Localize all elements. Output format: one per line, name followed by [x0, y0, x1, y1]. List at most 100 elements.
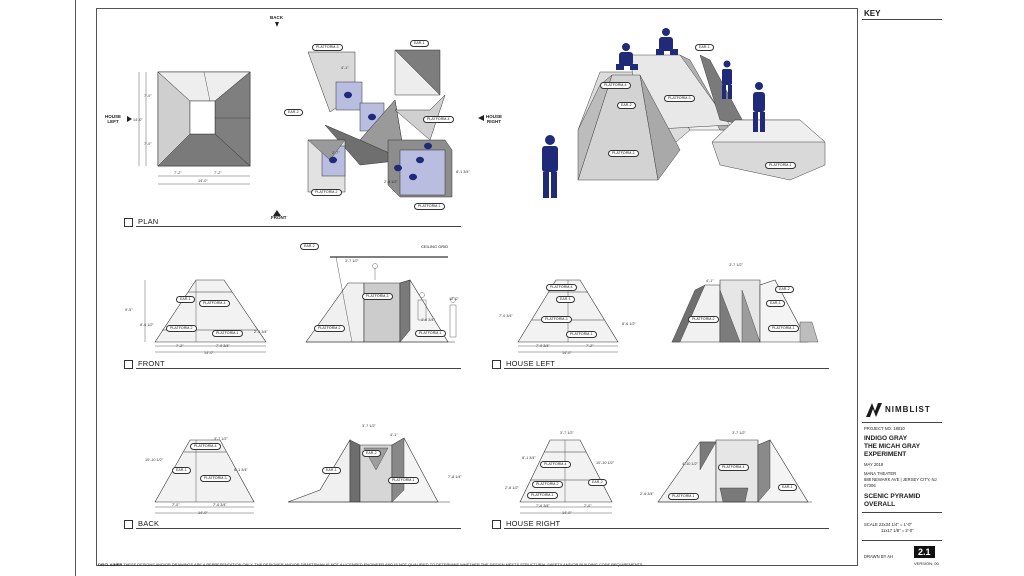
front2-tag-platform-1: PLATFORM-1 — [415, 330, 446, 337]
persp-tag-platform-1: PLATFORM-1 — [765, 162, 796, 169]
back-tag-platform-4: PLATFORM-4 — [190, 443, 221, 450]
disclaimer: DISCLAIMER THESE DESIGNS AND/OR DRAWINGS… — [98, 562, 644, 567]
hr-tag-ear-2: EAR-2 — [588, 479, 607, 486]
hr2-dim-19: 4'-10 1/2" — [682, 462, 699, 466]
key-rule — [862, 19, 942, 20]
hr2-dim-9: 3'-7 1/2" — [732, 431, 746, 435]
sheet-left-rule — [75, 0, 76, 576]
house-right-section-label: HOUSE RIGHT — [506, 519, 561, 528]
hl2-tag-platform-1: PLATFORM-1 — [768, 325, 799, 332]
persp-tag-platform-3: PLATFORM-3 — [664, 95, 695, 102]
back-dim-11: 7'-6 3/4" — [213, 503, 227, 507]
hl-dim-4: 8'-6 1/2" — [622, 322, 636, 326]
hr2-dim-16: 2'-6 3/4" — [640, 492, 654, 496]
scale-rule — [862, 540, 942, 541]
plan-layout-dim-1: 4'-1" — [341, 66, 349, 70]
hr-dim-20: 8'-1 3/4" — [522, 456, 536, 460]
hr-dim-1: 7'-0" — [584, 504, 592, 508]
plan-dim-depth-half: 7'-0" — [144, 94, 152, 98]
front-dim-5: 7'-0 3/4" — [216, 344, 230, 348]
ceiling-grid-label: CEILING GRID — [421, 244, 449, 249]
plan-section-rule — [136, 226, 461, 227]
hr-tag-platform-2: PLATFORM-2 — [532, 481, 563, 488]
plan-section-label: PLAN — [138, 217, 159, 226]
hl-tag-platform-3: PLATFORM-3 — [541, 316, 572, 323]
plan-tag-ear-1: EAR-1 — [410, 40, 429, 47]
back-tag-platform-3: PLATFORM-3 — [200, 475, 231, 482]
front-direction-label: FRONT — [271, 215, 287, 220]
back-dim-12: 8'-1 3/4" — [234, 468, 248, 472]
front-tag-platform-1: PLATFORM-1 — [212, 330, 243, 337]
hl-tag-platform-1: PLATFORM-1 — [566, 331, 597, 338]
hl-dim-2: 14'-0" — [562, 351, 572, 355]
back2-tag-ear-1: EAR-1 — [322, 467, 341, 474]
front-dim-4: 8'-6 1/2" — [140, 323, 154, 327]
persp-tag-platform-4: PLATFORM-4 — [600, 82, 631, 89]
version-label: VERSION: 00 — [914, 561, 939, 566]
persp-tag-platform-2: PLATFORM-2 — [608, 150, 639, 157]
hr-dim-13: 2'-8 1/2" — [505, 486, 519, 490]
plan-dim-width-half-2: 7'-2" — [214, 171, 222, 175]
back2-tag-ear-2: EAR-2 — [362, 450, 381, 457]
front-section-box — [124, 360, 133, 369]
front-tag-ear-1: EAR-1 — [176, 296, 195, 303]
scale-line2: 11x17 1/8" = 2'-0" — [881, 528, 914, 533]
front2-dim-8: 12'-0" — [449, 297, 459, 301]
front-tag-ear-2: EAR-2 — [300, 243, 319, 250]
back-section-rule — [136, 528, 461, 529]
house-left-section-rule — [504, 368, 829, 369]
drawing-title-rule — [862, 512, 942, 513]
back-tag-ear-1: EAR-1 — [172, 467, 191, 474]
scale-line1: SCALE 22x34 1/4" = 1'-0" — [864, 522, 912, 527]
project-title-line3: EXPERIMENT — [864, 451, 907, 458]
plan-layout-dim-2: 2'-7" — [332, 151, 340, 155]
plan-tag-platform-2: PLATFORM-2 — [311, 189, 342, 196]
back2-dim-15: 7'-8 1/4" — [448, 475, 462, 479]
plan-dim-width-half: 7'-2" — [174, 171, 182, 175]
drawing-title-line1: SCENIC PYRAMID — [864, 493, 921, 500]
front-dim-2: 14'-0" — [204, 351, 214, 355]
disclaimer-text: THESE DESIGNS AND/OR DRAWINGS ARE A REPR… — [123, 562, 644, 567]
plan-dim-depth-half-2: 7'-0" — [144, 142, 152, 146]
hr-dim-9: 3'-7 1/2" — [560, 431, 574, 435]
hr-dim-10: 10'-10 1/2" — [596, 461, 615, 465]
persp-tag-ear-1: EAR-1 — [695, 44, 714, 51]
sheet-number: 2.1 — [914, 546, 935, 558]
front-section-label: FRONT — [138, 359, 165, 368]
back2-dim-9: 3'-7 1/2" — [362, 424, 376, 428]
logo-rule — [862, 422, 942, 423]
persp-tag-ear-2: EAR-2 — [617, 102, 636, 109]
back2-tag-platform-1: PLATFORM-1 — [388, 477, 419, 484]
hr-dim-11: 7'-6 3/4" — [536, 504, 550, 508]
front-tag-platform-4: PLATFORM-4 — [199, 300, 230, 307]
back2-dim-14: 4'-1" — [390, 433, 398, 437]
back-dim-1: 7'-0" — [172, 503, 180, 507]
hl2-tag-ear-2: EAR-2 — [775, 286, 794, 293]
plan-layout-dim-3: 2'-8 1/2" — [384, 180, 398, 184]
project-date: MAY 2018 — [864, 462, 884, 467]
house-right-section-box — [492, 520, 501, 529]
back-direction-label: BACK — [270, 15, 283, 20]
drawing-title-line2: OVERALL — [864, 501, 896, 508]
nimblist-logo-mark — [866, 403, 882, 417]
hr-tag-platform-4: PLATFORM-4 — [540, 461, 571, 468]
front2-tag-platform-2: PLATFORM-2 — [314, 325, 345, 332]
project-number: PROJECT NO. 18010 — [864, 426, 905, 431]
drawn-by: DRAWN BY AH — [864, 554, 894, 559]
front-tag-platform-2: PLATFORM-2 — [166, 325, 197, 332]
hl2-tag-platform-2: PLATFORM-2 — [688, 316, 719, 323]
hl2-dim-14: 4'-1" — [706, 279, 714, 283]
hr2-tag-platform-4: PLATFORM-4 — [718, 464, 749, 471]
hl2-dim-9: 3'-7 1/2" — [729, 263, 743, 267]
plan-layout-dim-4: 8'-1 3/4" — [456, 170, 470, 174]
plan-section-box — [124, 218, 133, 227]
front-section-rule — [136, 368, 461, 369]
hr-tag-platform-1: PLATFORM-1 — [527, 492, 558, 499]
back-dim-9: 3'-7 1/2" — [214, 437, 228, 441]
hr-dim-2: 14'-0" — [562, 511, 572, 515]
